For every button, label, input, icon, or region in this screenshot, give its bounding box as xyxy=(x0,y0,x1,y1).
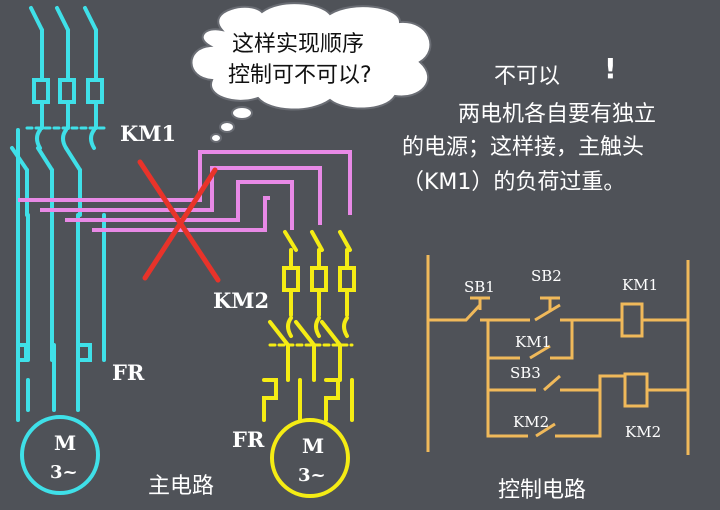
motor1-phase: 3~ xyxy=(50,462,78,483)
km2-label: KM2 xyxy=(213,288,269,313)
motor2-circle xyxy=(270,418,350,498)
sb3-label: SB3 xyxy=(510,364,541,382)
motor1-circle xyxy=(20,415,100,495)
control-circuit xyxy=(426,255,690,455)
answer-exclaim: ! xyxy=(604,52,617,85)
km1-coil-box xyxy=(620,302,644,338)
km2-coil-box xyxy=(623,372,649,408)
km1-label: KM1 xyxy=(120,121,176,146)
answer-line-4: （KM1）的负荷过重。 xyxy=(402,170,625,195)
main-circuit-km1 xyxy=(10,6,106,495)
km2-coil-label: KM2 xyxy=(625,423,661,441)
fr2-label: FR xyxy=(232,427,265,452)
thought-bubble xyxy=(190,2,432,143)
red-cross-mark xyxy=(137,159,221,283)
motor2-name: M xyxy=(302,434,324,458)
motor2-phase: 3~ xyxy=(298,465,326,486)
main-circuit-km2 xyxy=(262,230,356,498)
bubble-line-2: 控制可不可以? xyxy=(228,63,372,88)
answer-line-2: 两电机各自要有独立 xyxy=(458,102,656,127)
control-circuit-caption: 控制电路 xyxy=(498,478,586,503)
motor1-name: M xyxy=(54,431,76,455)
answer-line-1: 不可以 xyxy=(494,64,560,89)
sb2-label: SB2 xyxy=(531,267,562,285)
answer-line-3: 的电源；这样接，主触头 xyxy=(402,135,644,160)
km2-contact-label: KM2 xyxy=(513,413,549,431)
km1-contact-label: KM1 xyxy=(515,333,551,351)
main-circuit-caption: 主电路 xyxy=(148,474,214,499)
sb1-label: SB1 xyxy=(464,278,495,296)
bubble-line-1: 这样实现顺序 xyxy=(232,32,364,57)
fr1-label: FR xyxy=(112,360,145,385)
km1-coil-label: KM1 xyxy=(622,276,658,294)
